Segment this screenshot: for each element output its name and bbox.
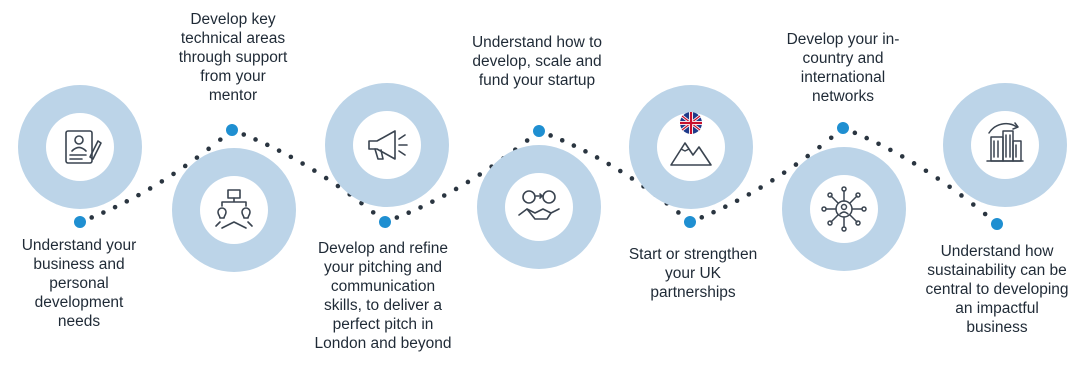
connector-dot	[781, 170, 787, 175]
connector-dot	[124, 199, 130, 204]
connector-dot	[711, 209, 716, 215]
connector-dot	[734, 198, 740, 204]
step-5-text: Start or strengthen your UK partnerships	[628, 246, 758, 301]
node-dot-1	[74, 216, 86, 228]
node-dot-3	[379, 216, 391, 228]
connector-dot	[300, 161, 305, 166]
step-1-text: Understand your business and personal de…	[21, 237, 137, 330]
connector-dot	[265, 142, 270, 148]
connector-dot	[805, 153, 810, 159]
connector-dot	[288, 154, 294, 160]
connector-dot	[676, 210, 681, 215]
connector-dot	[876, 141, 881, 147]
mentor-support-icon	[215, 189, 253, 229]
connector-dot	[699, 215, 705, 220]
step-4-circle	[477, 145, 601, 269]
connector-dot	[430, 199, 435, 204]
connector-dot	[723, 204, 728, 209]
connector-dot	[758, 185, 763, 190]
connector-dot	[136, 192, 141, 198]
uk-flag-mountain-icon	[670, 112, 712, 166]
connector-dot	[89, 215, 94, 220]
connector-dot	[629, 176, 635, 181]
step-7-text: Understand how sustainability can be cen…	[925, 243, 1069, 336]
connector-dot	[465, 179, 471, 185]
connector-dot	[982, 211, 988, 217]
step-2-circle	[172, 148, 296, 272]
connector-dot	[559, 138, 565, 143]
step-3-circle	[325, 83, 449, 207]
step-7-circle	[943, 83, 1067, 207]
connector-dot	[335, 183, 341, 189]
connector-dot	[359, 200, 364, 206]
connector-dot	[453, 186, 459, 192]
sustainable-building-icon	[986, 122, 1024, 162]
connector-dot	[218, 137, 223, 142]
connector-dot	[370, 210, 376, 215]
connector-dot	[171, 171, 176, 177]
step-6-text: Develop your in- country and internation…	[786, 31, 900, 105]
connector-dot	[746, 192, 752, 197]
connector-dot	[159, 179, 165, 184]
step-2-text: Develop key technical areas through supp…	[178, 11, 288, 104]
node-dot-6	[837, 122, 849, 134]
megaphone-icon	[368, 130, 408, 160]
node-dot-7	[991, 218, 1003, 230]
connector-dot	[548, 133, 553, 138]
connector-dot	[888, 147, 893, 153]
connector-dot	[770, 178, 775, 183]
connector-dot	[206, 146, 211, 152]
connector-dot	[418, 205, 423, 210]
handshake-funding-icon	[518, 190, 560, 220]
connector-dot	[971, 202, 976, 207]
node-dot-4	[533, 125, 545, 137]
connector-dot	[112, 204, 118, 210]
network-icon	[821, 186, 867, 232]
connector-dot	[323, 175, 329, 181]
connector-dot	[182, 163, 188, 169]
node-dot-2	[226, 124, 238, 136]
connector-dot	[194, 155, 200, 160]
connector-dot	[441, 193, 447, 198]
step-6-circle	[782, 147, 906, 271]
connector-dot	[524, 138, 530, 143]
connector-dot	[276, 148, 282, 153]
connector-dot	[793, 162, 799, 167]
connector-dot	[959, 193, 964, 198]
connector-dot	[406, 210, 411, 215]
step-3-text: Develop and refine your pitching and com…	[314, 240, 452, 352]
connector-dot	[606, 161, 611, 167]
connector-dot	[253, 137, 258, 142]
connector-dot	[899, 154, 905, 159]
connector-dot	[477, 172, 483, 177]
node-dot-5	[684, 216, 696, 228]
connector-dot	[828, 135, 834, 141]
connector-dot	[852, 130, 858, 136]
connector-dot	[394, 215, 400, 220]
connector-dot	[594, 155, 600, 160]
step-4-text: Understand how to develop, scale and fun…	[471, 34, 603, 89]
step-5-circle	[629, 85, 753, 209]
connector-dot	[817, 144, 822, 150]
connector-dot	[935, 176, 941, 181]
connector-dot	[618, 168, 623, 174]
profile-document-icon	[65, 130, 102, 164]
connector-dot	[923, 168, 929, 174]
connector-dot	[864, 135, 869, 141]
connector-dot	[312, 168, 317, 173]
connector-dot	[911, 161, 917, 166]
connector-dot	[147, 186, 153, 191]
connector-dot	[241, 132, 247, 137]
connector-dot	[571, 143, 577, 148]
connector-dot	[583, 149, 588, 154]
connector-dot	[101, 210, 106, 215]
connector-dot	[947, 184, 952, 190]
step-1-circle	[18, 85, 142, 209]
